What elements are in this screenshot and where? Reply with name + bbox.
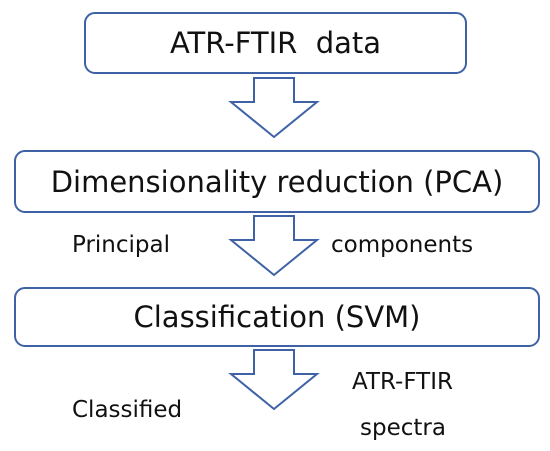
output-left-text: Classified (72, 397, 183, 423)
step-label-classification: Classification (SVM) (133, 300, 421, 334)
connector-left-text: Principal (72, 232, 171, 258)
output-right-text-line2: spectra (360, 415, 446, 441)
step-box-atr-ftir-data: ATR-FTIR data (84, 12, 467, 74)
step-label-atr-ftir-data: ATR-FTIR data (169, 26, 382, 60)
step-box-dimensionality-reduction: Dimensionality reduction (PCA) (14, 150, 540, 213)
connector-right-text: components (331, 232, 474, 258)
step-label-dimensionality-reduction: Dimensionality reduction (PCA) (50, 164, 504, 199)
output-right-text-line1: ATR-FTIR (352, 369, 453, 395)
down-arrow-icon (228, 77, 320, 139)
down-arrow-icon (228, 349, 320, 411)
step-box-classification: Classification (SVM) (14, 287, 540, 347)
down-arrow-icon (228, 215, 320, 277)
